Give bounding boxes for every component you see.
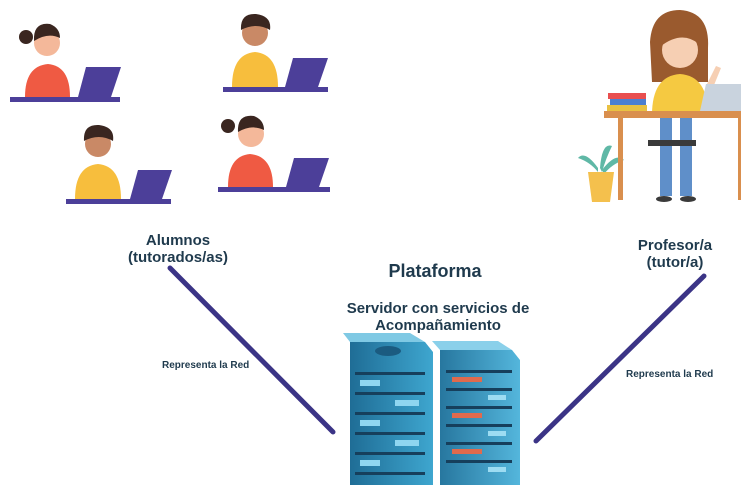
network-line-left	[167, 265, 336, 435]
students-label-line1: Alumnos	[145, 232, 211, 249]
teacher-label-line1: Profesor/a	[637, 237, 713, 254]
student-figure-2	[223, 13, 328, 92]
teacher-label-line2: (tutor/a)	[646, 253, 704, 271]
student-figure-3	[66, 124, 172, 204]
teacher-label: Profesor/a (tutor/a)	[620, 237, 730, 271]
network-label-left: Representa la Red	[162, 360, 250, 371]
student-figure-4	[218, 115, 330, 192]
student-figure-1	[10, 23, 121, 102]
network-line-right	[533, 273, 707, 444]
platform-subtitle-line2: Acompañamiento	[375, 316, 501, 334]
server-rack-right	[432, 341, 520, 485]
server-rack-left	[343, 333, 433, 485]
platform-subtitle: Servidor con servicios de Acompañamiento	[318, 300, 558, 334]
teacher-figure	[578, 10, 741, 202]
platform-subtitle-line1: Servidor con servicios de	[346, 300, 530, 317]
students-label-line2: (tutorados/as)	[127, 248, 228, 266]
network-label-right: Representa la Red	[626, 369, 714, 380]
students-label: Alumnos (tutorados/as)	[118, 232, 238, 266]
platform-title: Plataforma	[388, 261, 482, 281]
